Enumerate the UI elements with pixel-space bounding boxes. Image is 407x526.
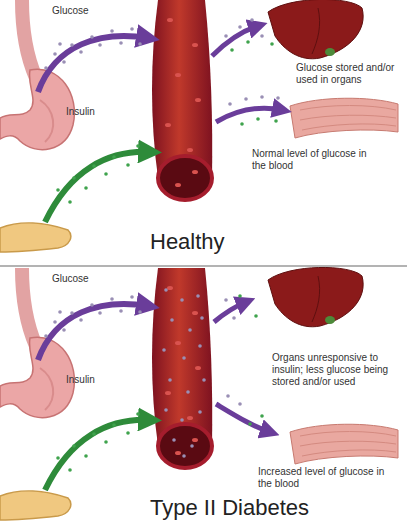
healthy-scene (0, 0, 212, 252)
excess-glucose-dots (180, 418, 184, 422)
excess-glucose-dots (198, 344, 202, 348)
organ-note: Organs unresponsive to insulin; less glu… (272, 352, 394, 388)
excess-glucose-dots (232, 316, 236, 320)
organ-dots (244, 97, 248, 101)
organ-dots (238, 25, 242, 29)
insulin-dots (238, 294, 264, 426)
organ-note: Glucose stored and/or used in organs (296, 62, 396, 86)
organ-dots (274, 119, 278, 123)
excess-glucose-dots (172, 438, 176, 442)
organ-dots (256, 117, 260, 121)
healthy-muscle (290, 98, 398, 138)
muscle-arrow (216, 108, 282, 122)
excess-glucose-dots (164, 288, 168, 292)
insulin-dots (260, 414, 264, 418)
insulin-dots (248, 422, 252, 426)
excess-glucose-dots (190, 444, 194, 448)
organ-dots (260, 34, 264, 38)
diabetes-scene (0, 268, 212, 520)
blood-level-note: Increased level of glucose in the blood (258, 466, 388, 490)
excess-glucose-dots (170, 318, 174, 322)
excess-glucose-dots (182, 454, 186, 458)
excess-glucose-dots (198, 410, 202, 414)
diabetes-liver (268, 267, 363, 326)
excess-glucose-dots (182, 356, 186, 360)
organ-dots (276, 96, 280, 100)
organ-dots (224, 34, 228, 38)
excess-glucose-dots (202, 378, 206, 382)
excess-glucose-dots (186, 390, 190, 394)
excess-glucose-dots (162, 348, 166, 352)
organ-dots (224, 18, 280, 126)
excess-glucose-dots (224, 298, 228, 302)
organ-dots (260, 95, 264, 99)
excess-glucose-dots (196, 294, 200, 298)
organ-dots (246, 40, 250, 44)
insulin-dots (238, 294, 242, 298)
diabetes-muscle (290, 424, 398, 464)
excess-glucose-dots (162, 288, 242, 458)
excess-glucose-dots (226, 394, 230, 398)
excess-glucose-dots (164, 408, 168, 412)
panel-divider (0, 265, 407, 267)
glucose-label: Glucose (52, 273, 112, 285)
muscle-arrow (216, 404, 270, 432)
healthy-liver (268, 0, 363, 59)
diabetes-panel: Type II Diabetes (0, 268, 407, 526)
excess-glucose-dots (188, 328, 192, 332)
insulin-dots (254, 314, 258, 318)
healthy-panel: Healthy (0, 0, 407, 266)
organ-dots (250, 18, 254, 22)
panel-heading: Type II Diabetes (150, 496, 309, 520)
insulin-label: Insulin (66, 374, 126, 386)
glucose-label: Glucose (52, 5, 112, 17)
excess-glucose-dots (180, 298, 184, 302)
excess-glucose-dots (200, 316, 204, 320)
excess-glucose-dots (238, 402, 242, 406)
organ-dots (228, 102, 232, 106)
liver-arrow (212, 26, 258, 56)
organ-dots (240, 122, 244, 126)
insulin-label: Insulin (66, 106, 126, 118)
excess-glucose-dots (168, 378, 172, 382)
blood-level-note: Normal level of glucose in the blood (252, 148, 372, 172)
organ-dots (270, 42, 274, 46)
liver-arrow (214, 302, 246, 322)
organ-dots (230, 48, 234, 52)
panel-heading: Healthy (150, 230, 225, 254)
